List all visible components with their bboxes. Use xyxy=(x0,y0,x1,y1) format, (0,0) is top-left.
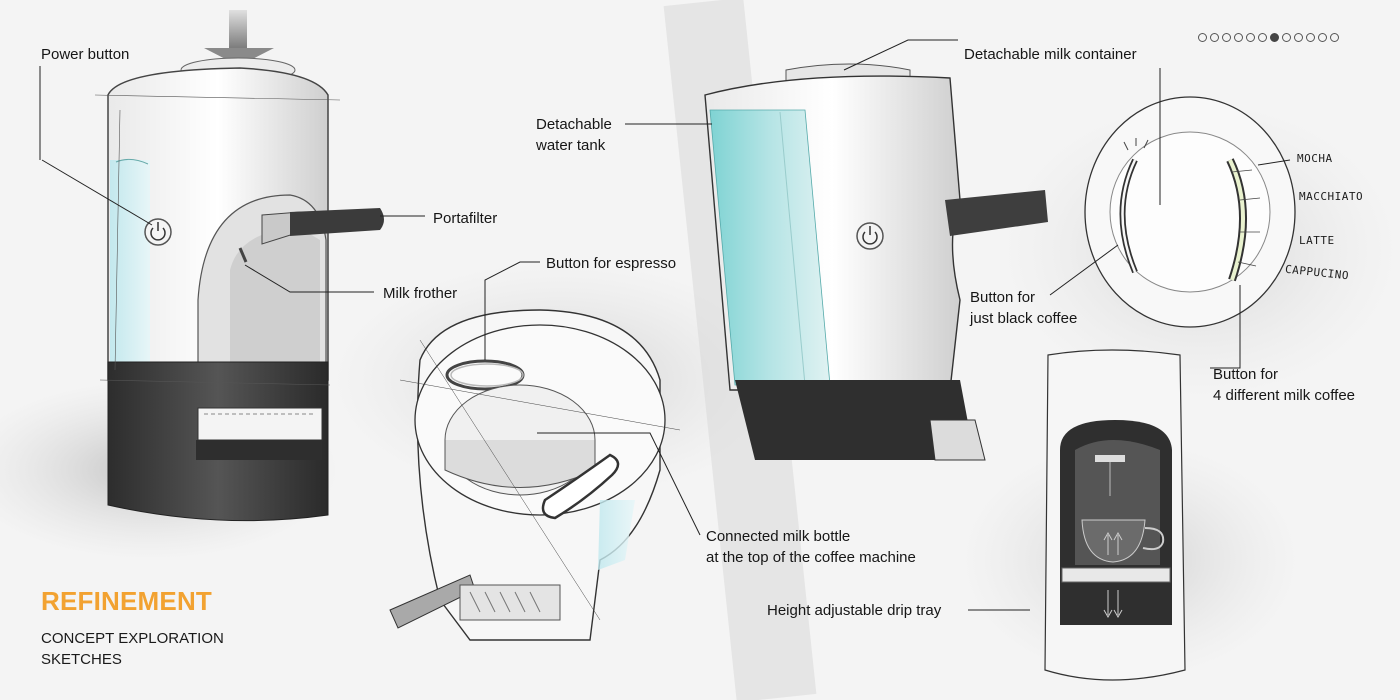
pagination-dot[interactable] xyxy=(1318,33,1327,42)
pagination-dot[interactable] xyxy=(1306,33,1315,42)
label-power-button: Power button xyxy=(41,46,130,63)
label-milk-frother: Milk frother xyxy=(383,285,458,302)
page-title: REFINEMENT xyxy=(41,586,212,616)
front-view-sketch xyxy=(1044,349,1186,681)
label-water-tank-line2: water tank xyxy=(536,137,606,154)
control-panel-sketch xyxy=(1084,96,1296,328)
middle-machine-sketch xyxy=(389,309,681,641)
label-button-espresso: Button for espresso xyxy=(546,255,677,272)
pagination-dot[interactable] xyxy=(1198,33,1207,42)
label-black-coffee: Button for just black coffee xyxy=(970,287,1077,329)
pagination-dot[interactable] xyxy=(1234,33,1243,42)
label-portafilter: Portafilter xyxy=(433,210,498,227)
label-milk-coffee-line1: Button for xyxy=(1213,366,1279,383)
label-black-coffee-line2: just black coffee xyxy=(970,310,1078,327)
page-subtitle-line1: CONCEPT EXPLORATION xyxy=(41,630,224,647)
pagination-dot[interactable] xyxy=(1270,33,1279,42)
pagination-dot[interactable] xyxy=(1222,33,1231,42)
hand-label-latte: LATTE xyxy=(1299,234,1335,247)
page-subtitle: CONCEPT EXPLORATION SKETCHES xyxy=(41,628,224,670)
label-milk-bottle-line2: at the top of the coffee machine xyxy=(706,549,916,566)
slide-pagination xyxy=(1198,33,1339,42)
label-milk-container: Detachable milk container xyxy=(964,46,1137,63)
callout-lines xyxy=(39,39,1291,611)
right-machine-sketch xyxy=(704,63,1048,461)
page-subtitle-line2: SKETCHES xyxy=(41,651,122,668)
pagination-dot[interactable] xyxy=(1258,33,1267,42)
pagination-dot[interactable] xyxy=(1282,33,1291,42)
pagination-dot[interactable] xyxy=(1294,33,1303,42)
hand-label-macchiato: MACCHIATO xyxy=(1299,190,1364,203)
left-machine-sketch xyxy=(94,10,384,522)
pagination-dot[interactable] xyxy=(1330,33,1339,42)
hand-label-mocha: MOCHA xyxy=(1297,152,1333,165)
label-water-tank-line1: Detachable xyxy=(536,116,612,133)
label-milk-coffee-line2: 4 different milk coffee xyxy=(1213,387,1356,404)
pagination-dot[interactable] xyxy=(1210,33,1219,42)
label-water-tank: Detachable water tank xyxy=(536,114,612,156)
label-black-coffee-line1: Button for xyxy=(970,289,1036,306)
label-milk-bottle: Connected milk bottle at the top of the … xyxy=(706,526,916,568)
pagination-dot[interactable] xyxy=(1246,33,1255,42)
label-milk-bottle-line1: Connected milk bottle xyxy=(706,528,851,545)
label-drip-tray: Height adjustable drip tray xyxy=(767,602,942,619)
label-milk-coffee: Button for 4 different milk coffee xyxy=(1213,364,1355,406)
